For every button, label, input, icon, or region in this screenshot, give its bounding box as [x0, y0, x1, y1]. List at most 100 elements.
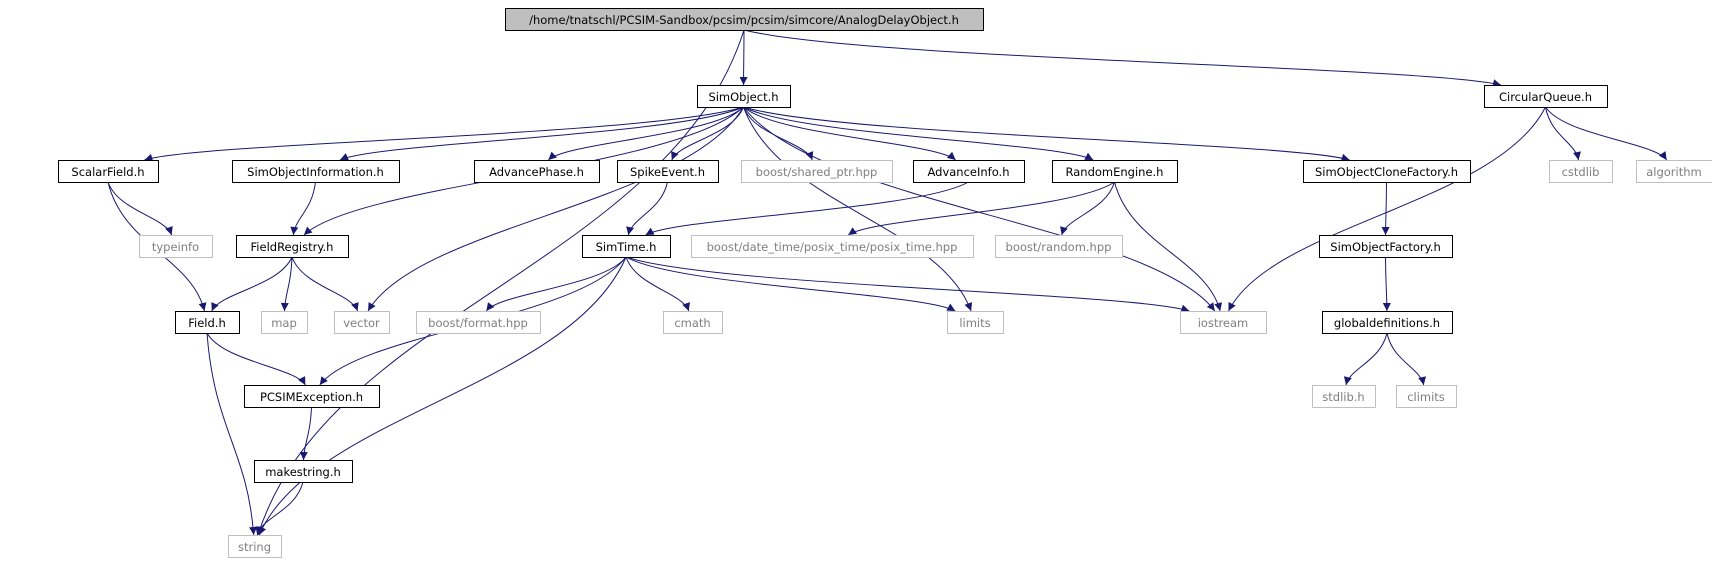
node-pcsimexception[interactable]: PCSIMException.h — [244, 385, 380, 408]
edge-simtime-to-iostream — [625, 256, 1190, 313]
node-advanceinfo[interactable]: AdvanceInfo.h — [913, 160, 1025, 183]
node-string: string — [228, 535, 282, 558]
node-label: algorithm — [1646, 165, 1702, 179]
node-label: boost/date_time/posix_time/posix_time.hp… — [707, 240, 958, 254]
node-label: cstdlib — [1562, 165, 1600, 179]
node-label: typeinfo — [152, 240, 199, 254]
node-root[interactable]: /home/tnatschl/PCSIM-Sandbox/pcsim/pcsim… — [505, 8, 984, 31]
node-stdlib: stdlib.h — [1312, 385, 1376, 408]
edge-simobject-to-limits — [743, 106, 973, 312]
node-box — [1322, 311, 1453, 334]
edge-fieldregistry-to-vector — [291, 256, 359, 312]
edges-layer — [107, 29, 1668, 536]
edge-simtime-to-format — [485, 256, 627, 312]
node-box — [1396, 385, 1457, 408]
edge-field-to-pcsimexception — [206, 332, 306, 386]
node-posix_time: boost/date_time/posix_time/posix_time.hp… — [691, 235, 974, 258]
node-box — [58, 160, 159, 183]
node-clonefactory[interactable]: SimObjectCloneFactory.h — [1303, 160, 1471, 183]
node-box — [663, 311, 723, 334]
edge-simobject-to-shared_ptr — [743, 106, 814, 161]
node-label: AdvanceInfo.h — [927, 165, 1009, 179]
node-box — [1303, 160, 1471, 183]
node-box — [1636, 160, 1712, 183]
edge-simtime-to-string — [258, 256, 627, 536]
node-box — [697, 85, 791, 108]
node-spikeevent[interactable]: SpikeEvent.h — [617, 160, 719, 183]
node-simobjectfactory[interactable]: SimObjectFactory.h — [1319, 235, 1453, 258]
node-box — [1180, 311, 1267, 334]
node-fieldregistry[interactable]: FieldRegistry.h — [236, 235, 349, 258]
edge-fieldregistry-to-map — [280, 256, 293, 312]
node-format: boost/format.hpp — [416, 311, 541, 334]
node-label: map — [271, 316, 297, 330]
node-label: SpikeEvent.h — [630, 165, 705, 179]
node-simobject[interactable]: SimObject.h — [697, 85, 791, 108]
node-box — [254, 460, 353, 483]
node-box — [334, 311, 390, 334]
node-label: Field.h — [188, 316, 226, 330]
node-random: boost/random.hpp — [995, 235, 1123, 258]
node-box — [582, 235, 671, 258]
node-cmath: cmath — [663, 311, 723, 334]
edge-simobjectfactory-to-globaldefinitions — [1382, 256, 1391, 312]
node-label: boost/shared_ptr.hpp — [756, 165, 878, 179]
node-box — [236, 235, 349, 258]
edge-field-to-string — [206, 332, 258, 536]
node-box — [1484, 85, 1608, 108]
node-label: cmath — [674, 316, 710, 330]
node-box — [741, 160, 893, 183]
node-box — [1312, 385, 1376, 408]
edge-scalarfield-to-typeinfo — [107, 181, 173, 236]
edge-simobject-to-simobjectinformation — [339, 106, 744, 161]
edge-advanceinfo-to-simtime — [645, 181, 969, 236]
edge-root-to-circularqueue — [743, 29, 1502, 87]
node-label: limits — [959, 316, 990, 330]
edge-root-to-string — [256, 29, 745, 536]
node-label: SimObject.h — [708, 90, 778, 104]
node-box — [1052, 160, 1178, 183]
node-label: PCSIMException.h — [260, 390, 363, 404]
node-box — [232, 160, 400, 183]
edge-fieldregistry-to-field — [211, 256, 293, 312]
node-climits: climits — [1396, 385, 1457, 408]
edge-globaldefinitions-to-climits — [1386, 332, 1427, 386]
node-iostream: iostream — [1180, 311, 1267, 334]
node-box — [139, 235, 213, 258]
node-advancephase[interactable]: AdvancePhase.h — [474, 160, 600, 183]
node-map: map — [261, 311, 308, 334]
node-label: string — [238, 540, 271, 554]
edge-simobject-to-advanceinfo — [743, 106, 956, 161]
node-circularqueue[interactable]: CircularQueue.h — [1484, 85, 1608, 108]
edge-simobjectinformation-to-fieldregistry — [290, 181, 316, 236]
edge-clonefactory-to-simobjectfactory — [1381, 181, 1390, 236]
node-box — [228, 535, 282, 558]
node-simtime[interactable]: SimTime.h — [582, 235, 671, 258]
edge-circularqueue-to-cstdlib — [1545, 106, 1581, 161]
node-box — [691, 235, 974, 258]
node-field[interactable]: Field.h — [175, 311, 240, 334]
node-box — [244, 385, 380, 408]
edge-simobject-to-randomengine — [743, 106, 1094, 161]
node-scalarfield[interactable]: ScalarField.h — [58, 160, 159, 183]
edge-simtime-to-limits — [625, 256, 956, 312]
node-label: vector — [343, 316, 380, 330]
node-typeinfo: typeinfo — [139, 235, 213, 258]
edge-simobject-to-iostream — [743, 106, 1216, 312]
node-label: AdvancePhase.h — [489, 165, 584, 179]
node-vector: vector — [334, 311, 390, 334]
edge-circularqueue-to-algorithm — [1545, 106, 1668, 161]
node-makestring[interactable]: makestring.h — [254, 460, 353, 483]
node-label: iostream — [1198, 316, 1249, 330]
edge-pcsimexception-to-makestring — [299, 406, 312, 461]
node-globaldefinitions[interactable]: globaldefinitions.h — [1322, 311, 1453, 334]
node-label: SimTime.h — [596, 240, 657, 254]
edge-randomengine-to-iostream — [1114, 181, 1223, 312]
edge-randomengine-to-random — [1060, 181, 1115, 236]
node-box — [474, 160, 600, 183]
node-simobjectinformation[interactable]: SimObjectInformation.h — [232, 160, 400, 183]
node-box — [261, 311, 308, 334]
node-randomengine[interactable]: RandomEngine.h — [1052, 160, 1178, 183]
node-box — [1319, 235, 1453, 258]
